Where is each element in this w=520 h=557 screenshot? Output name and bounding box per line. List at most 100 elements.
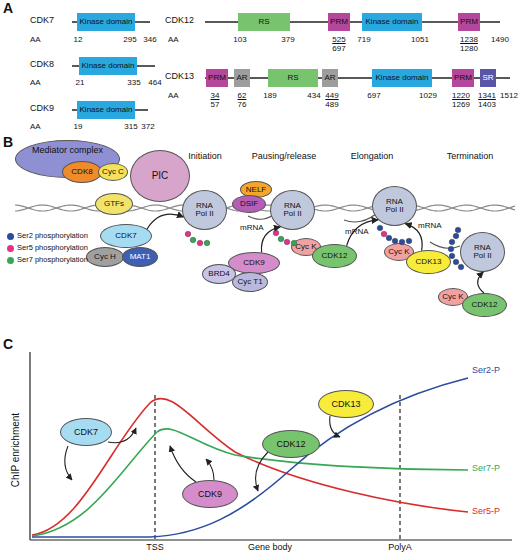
node-text: CDK7 bbox=[74, 428, 98, 437]
legend-swatch bbox=[7, 245, 14, 252]
label-text: CDK7 bbox=[30, 16, 54, 25]
label-text: Pausing/release bbox=[252, 152, 317, 161]
label-text: Gene body bbox=[248, 543, 292, 552]
label-text: mRNA bbox=[240, 224, 264, 232]
label-text: 697 bbox=[332, 45, 345, 53]
label-text: 1512 bbox=[500, 92, 518, 100]
label-text: 335 bbox=[127, 79, 140, 87]
ctd-dot bbox=[185, 231, 191, 237]
label-text: mRNA bbox=[418, 222, 442, 230]
domain-box: PRM bbox=[458, 13, 480, 31]
node-text: CDK12 bbox=[322, 252, 348, 260]
label-text: 719 bbox=[357, 36, 370, 44]
label-text: 295 bbox=[123, 36, 136, 44]
protein-ellipse: RNA Pol II bbox=[460, 232, 505, 272]
ctd-dot bbox=[204, 240, 210, 246]
protein-ellipse: RNA Pol II bbox=[270, 190, 315, 230]
label-text: 525 bbox=[332, 36, 345, 44]
node-text: CDK8 bbox=[71, 168, 92, 176]
node-text: AR bbox=[236, 74, 247, 82]
domain-box: AR bbox=[322, 69, 338, 87]
domain-box: PRM bbox=[328, 13, 350, 31]
ctd-dot bbox=[273, 230, 279, 236]
label-text: 1490 bbox=[491, 36, 509, 44]
node-text: CDK12 bbox=[276, 440, 305, 449]
mrna-strand bbox=[248, 215, 273, 219]
domain-box: Kinase domain bbox=[79, 57, 137, 75]
legend-swatch bbox=[7, 233, 14, 240]
ctd-dot bbox=[190, 237, 196, 243]
label-text: 1341 bbox=[478, 92, 496, 100]
node-text: NELF bbox=[246, 186, 266, 194]
node-text: DSIF bbox=[240, 200, 258, 208]
protein-ellipse: CDK13 bbox=[318, 390, 374, 418]
label-text: AA bbox=[30, 79, 41, 87]
x-axis bbox=[30, 539, 512, 540]
node-text: BRD4 bbox=[208, 270, 229, 278]
label-text: AA bbox=[168, 92, 179, 100]
ctd-dot bbox=[458, 264, 464, 270]
ctd-dot bbox=[399, 239, 405, 245]
domain-box: Kinase domain bbox=[362, 13, 422, 31]
domain-box: PRM bbox=[206, 69, 228, 87]
protein-ellipse: GTFs bbox=[95, 193, 133, 215]
label-text: 315 bbox=[124, 123, 137, 131]
protein-ellipse: BRD4 bbox=[202, 264, 236, 284]
connector-arrow bbox=[478, 272, 484, 293]
ctd-dot bbox=[406, 238, 412, 244]
ser7-curve bbox=[32, 429, 468, 536]
node-text: Kinase domain bbox=[82, 62, 135, 70]
ctd-dot bbox=[449, 253, 455, 259]
node-text: PRM bbox=[208, 74, 226, 82]
label-text: mRNA bbox=[345, 228, 369, 236]
connector-arrow bbox=[261, 227, 280, 253]
node-text: CDK7 bbox=[115, 232, 136, 240]
node-text: Cyc T1 bbox=[237, 278, 262, 286]
mrna-strand bbox=[430, 242, 460, 248]
ctd-dot bbox=[392, 238, 398, 244]
label-text: 1051 bbox=[411, 36, 429, 44]
node-text: Cyc C bbox=[102, 168, 124, 176]
node-text: CDK13 bbox=[331, 400, 360, 409]
ctd-dot bbox=[448, 246, 454, 252]
node-text: RNA Pol II bbox=[278, 202, 308, 218]
ser2-curve bbox=[32, 378, 468, 537]
protein-ellipse: CDK12 bbox=[262, 430, 320, 458]
label-text: Termination bbox=[447, 152, 494, 161]
label-text: 489 bbox=[325, 101, 338, 109]
label-text: 62 bbox=[238, 92, 247, 100]
node-text: Mediator complex bbox=[32, 146, 103, 155]
action-arrow bbox=[256, 452, 268, 491]
protein-ellipse: CDK7 bbox=[60, 418, 112, 446]
label-text: 434 bbox=[307, 92, 320, 100]
node-text: Kinase domain bbox=[80, 18, 133, 26]
protein-ellipse: CDK9 bbox=[228, 252, 280, 274]
node-text: RNA Pol II bbox=[468, 244, 498, 260]
label-text: 19 bbox=[74, 123, 83, 131]
node-text: RNA Pol II bbox=[380, 198, 410, 214]
node-text: PRM bbox=[330, 18, 348, 26]
protein-ellipse: CDK13 bbox=[406, 250, 451, 274]
label-text: 34 bbox=[211, 92, 220, 100]
connector-arrow bbox=[147, 214, 183, 229]
label-text: Initiation bbox=[188, 152, 222, 161]
protein-ellipse: Cyc T1 bbox=[232, 272, 268, 292]
ctd-dot bbox=[278, 236, 284, 242]
node-text: RS bbox=[258, 18, 269, 26]
ctd-dot bbox=[455, 227, 461, 233]
node-text: Kinase domain bbox=[376, 74, 429, 82]
action-arrow bbox=[170, 446, 196, 482]
node-text: CDK9 bbox=[243, 259, 264, 267]
panel-letter: A bbox=[3, 1, 13, 15]
label-text: TSS bbox=[146, 543, 164, 552]
label-text: 1029 bbox=[419, 92, 437, 100]
label-text: 12 bbox=[74, 36, 83, 44]
ctd-dot bbox=[381, 231, 387, 237]
node-text: PRM bbox=[454, 74, 472, 82]
node-text: MAT1 bbox=[130, 253, 151, 261]
label-text: 1403 bbox=[478, 101, 496, 109]
ctd-dot bbox=[449, 239, 455, 245]
node-text: RS bbox=[287, 74, 298, 82]
ctd-dot bbox=[377, 225, 383, 231]
